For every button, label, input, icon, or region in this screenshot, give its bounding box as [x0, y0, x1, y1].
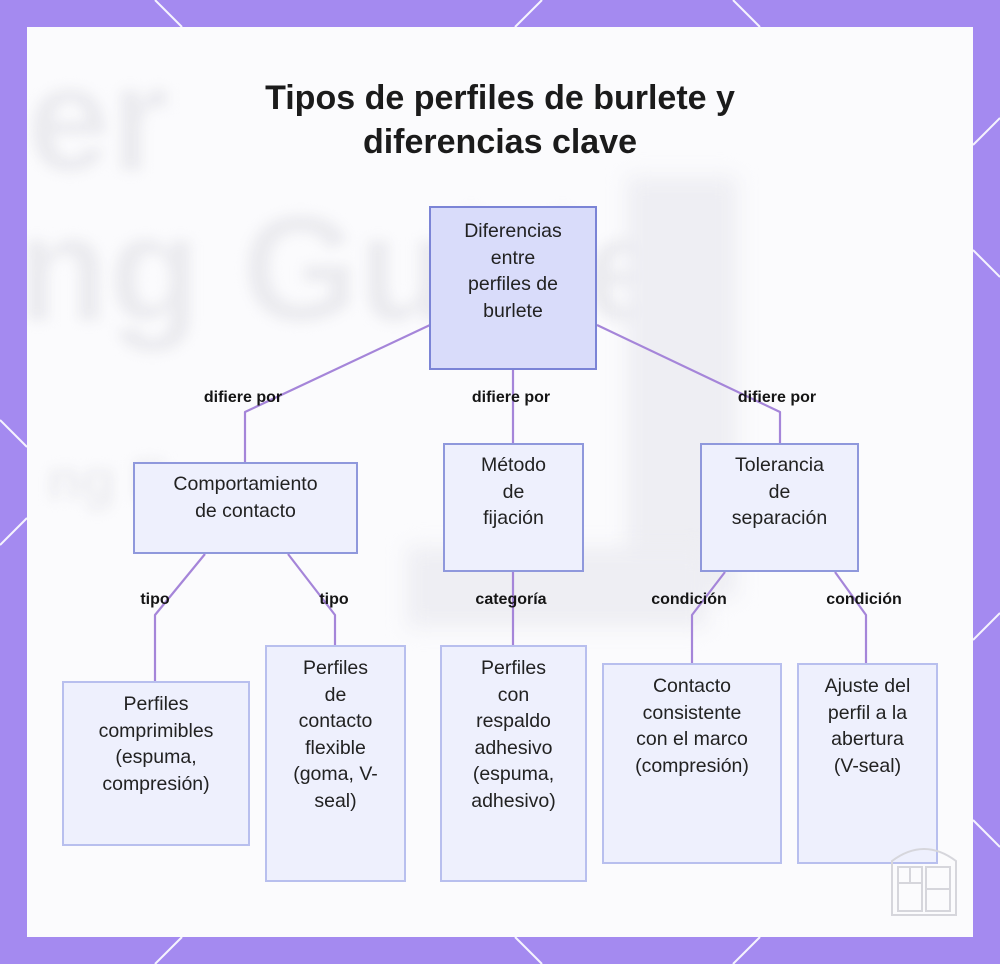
node-adhesive-line: con	[497, 683, 530, 706]
node-flexible-line: contacto	[298, 710, 373, 732]
node-gap-line: separación	[731, 507, 828, 529]
node-flexible-line: de	[324, 683, 347, 706]
title-line: Tipos de perfiles de burlete y	[265, 79, 735, 117]
node-flexible-line: flexible	[305, 736, 366, 759]
node-root-line: perfiles de	[468, 273, 558, 295]
background-ghost-text: er	[27, 34, 169, 202]
node-contact-line: Comportamiento	[173, 473, 318, 495]
node-consistent-line: con el marco	[636, 728, 748, 750]
edge-label: difiere por	[203, 389, 283, 406]
node-fixation-line: fijación	[483, 507, 544, 529]
node-flexible-profiles: Perfiles de contacto flexible (goma, V- …	[265, 645, 406, 882]
node-contact-behavior: Comportamiento de contacto	[133, 462, 358, 554]
node-gap-line: Tolerancia	[735, 454, 824, 476]
edge-label: condición	[651, 591, 727, 608]
node-adhesive-line: adhesivo)	[471, 789, 556, 812]
node-compressible-line: compresión)	[102, 772, 210, 795]
edge-label: difiere por	[471, 389, 551, 406]
node-gap-tolerance: Tolerancia de separación	[700, 443, 859, 572]
node-adhesive-line: adhesivo	[474, 736, 553, 759]
edge-contact-flexible	[287, 553, 337, 645]
node-consistent-line: (compresión)	[635, 754, 749, 777]
edge-contact-compressible	[153, 553, 206, 681]
node-root-line: Diferencias	[464, 220, 562, 242]
node-fixation-line: Método	[480, 454, 547, 476]
edge-label: tipo	[319, 591, 349, 608]
edge-root-contact	[243, 324, 431, 462]
node-compressible-line: Perfiles	[123, 693, 189, 715]
node-contact-line: de contacto	[195, 499, 296, 522]
node-adhesive-line: (espuma,	[472, 763, 555, 785]
node-fit-line: abertura	[831, 728, 904, 750]
node-consistent-contact: Contacto consistente con el marco (compr…	[602, 663, 782, 864]
node-consistent-line: consistente	[642, 701, 742, 724]
node-fixation-line: de	[502, 480, 525, 503]
node-fit-line: perfil a la	[827, 701, 908, 724]
node-compressible-line: (espuma,	[115, 746, 197, 768]
node-opening-fit: Ajuste del perfil a la abertura (V-seal)	[797, 663, 938, 864]
node-fixation-method: Método de fijación	[443, 443, 584, 572]
node-consistent-line: Contacto	[652, 675, 732, 697]
node-adhesive-line: Perfiles	[480, 657, 547, 679]
node-adhesive-profiles: Perfiles con respaldo adhesivo (espuma, …	[440, 645, 587, 882]
diagram-title: Tipos de perfiles de burlete y diferenci…	[0, 76, 1000, 164]
node-root: Diferencias entre perfiles de burlete	[429, 206, 597, 370]
node-compressible-line: comprimibles	[98, 719, 214, 742]
node-compressible-profiles: Perfiles comprimibles (espuma, compresió…	[62, 681, 250, 846]
edge-label: categoría	[475, 591, 547, 608]
node-gap-line: de	[768, 480, 791, 503]
node-flexible-line: (goma, V-	[293, 763, 378, 785]
door-window-logo-icon	[891, 848, 957, 916]
edge-label: condición	[826, 591, 902, 608]
node-flexible-line: Perfiles	[302, 657, 368, 679]
node-flexible-line: seal)	[314, 789, 357, 812]
node-root-line: entre	[490, 246, 536, 269]
node-adhesive-line: respaldo	[476, 710, 551, 732]
edge-gap-consistent	[690, 571, 726, 663]
edge-label: tipo	[140, 591, 170, 608]
node-root-line: burlete	[483, 299, 543, 322]
node-fit-line: Ajuste del	[824, 675, 911, 697]
title-line: diferencias clave	[362, 123, 638, 161]
node-fit-line: (V-seal)	[833, 754, 902, 777]
edge-root-gap	[596, 324, 782, 443]
edge-label: difiere por	[737, 389, 817, 406]
edge-gap-fit	[834, 571, 868, 663]
